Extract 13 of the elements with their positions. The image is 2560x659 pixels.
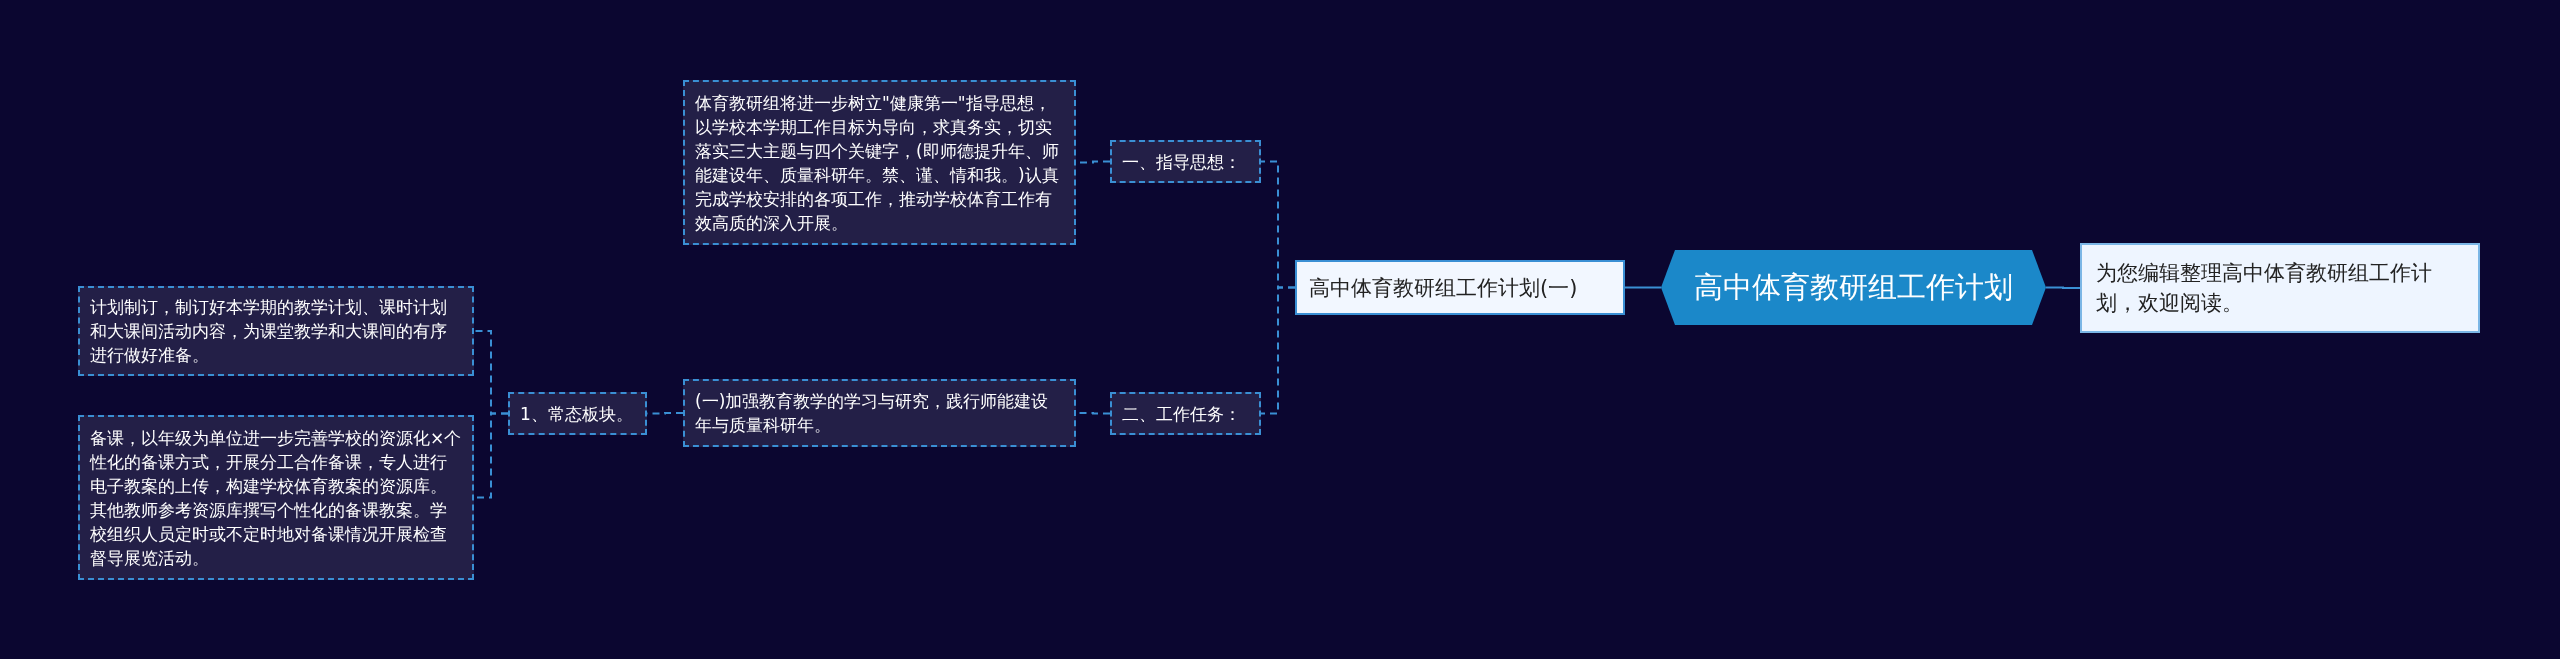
subtopic-box: 备课，以年级为单位进一步完善学校的资源化×个性化的备课方式，开展分工合作备课，专人进行电子教案的上传，构建学校体育教案的资源库。其他教师参考资源库撰写个性化的备课教案。学校组织人员定时或不定时地对备课情况开展检查督导展览活动。	[78, 415, 474, 580]
subtopic-box: 体育教研组将进一步树立"健康第一"指导思想，以学校本学期工作目标为导向，求真务实，切实落实三大主题与四个关键字，(即师德提升年、师能建设年、质量科研年。禁、谨、情和我。)认真完成学校安排的各项工作，推动学校体育工作有效高质的深入开展。	[683, 80, 1076, 245]
subtopic-box: 一、指导思想：	[1110, 140, 1261, 183]
subtopic-box: 1、常态板块。	[508, 392, 647, 435]
subtopic-box: (一)加强教育教学的学习与研究，践行师能建设年与质量科研年。	[683, 379, 1076, 447]
connector-line	[2045, 286, 2081, 289]
subtopic-box: 计划制订，制订好本学期的教学计划、课时计划和大课间活动内容，为课堂教学和大课间的有序进行做好准备。	[78, 286, 474, 376]
topic-box: 高中体育教研组工作计划(一)	[1295, 260, 1625, 315]
subtopic-box: 二、工作任务：	[1110, 392, 1261, 435]
connector-line	[1260, 286, 1296, 415]
connector-line	[1624, 286, 1662, 289]
central-topic-hexagon: 高中体育教研组工作计划	[1661, 250, 2046, 325]
summary-box: 为您编辑整理高中体育教研组工作计划，欢迎阅读。	[2080, 243, 2480, 333]
